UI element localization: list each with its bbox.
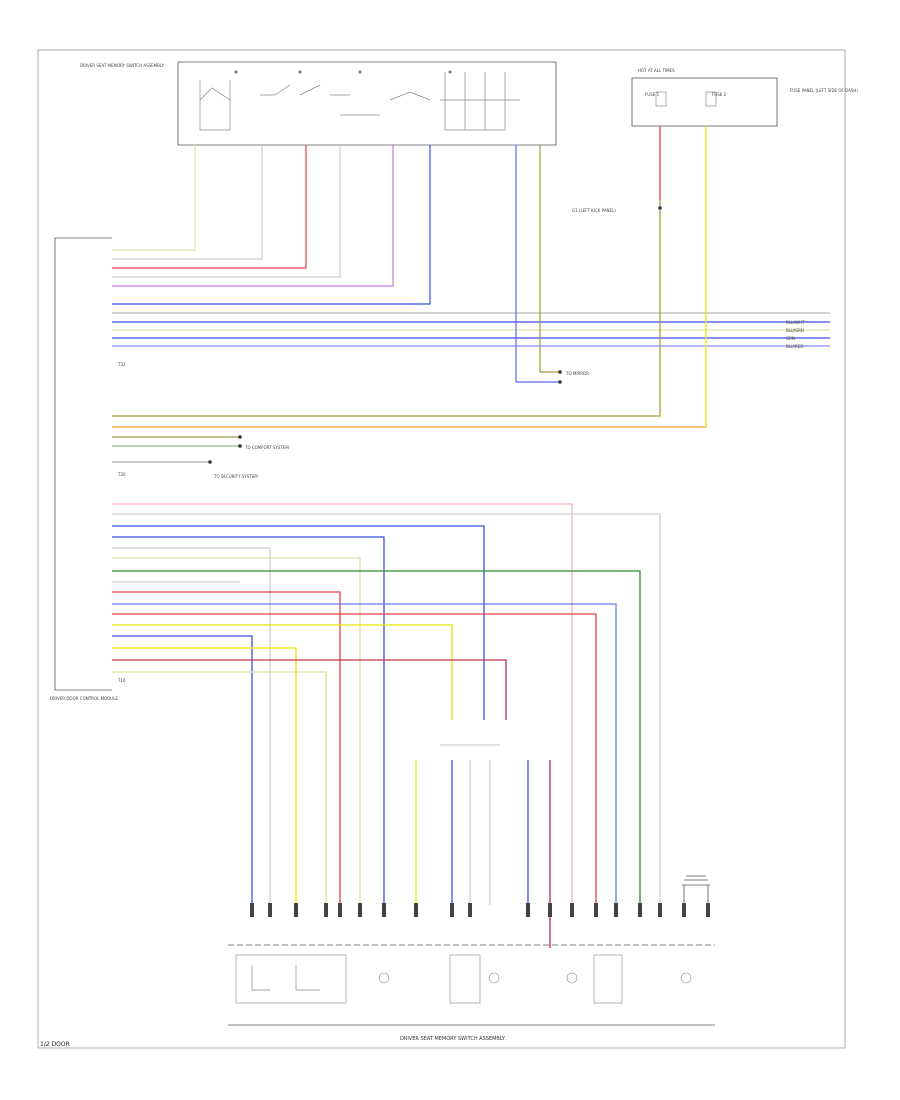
bottom-seat-module: DRIVER SEAT MEMORY SWITCH ASSEMBLY: [228, 944, 715, 1042]
fuse-panel-label: FUSE PANEL (LEFT SIDE OF DASH): [790, 88, 858, 93]
right-tag-3: GRN: [786, 336, 795, 341]
right-wire-tags: BLU/WHT BLU/GRN GRN BLU/RED: [786, 320, 805, 349]
ground-symbol: [682, 875, 710, 905]
note-ground: G1 (LEFT KICK PANEL): [572, 208, 616, 213]
page-ref: 1/2 DOOR: [40, 1041, 70, 1048]
pin-header-a: T32: [117, 362, 126, 367]
diagram-frame: [37, 49, 846, 1049]
fuse-a-symbol: [655, 91, 667, 107]
note-to-mirror: TO MIRROR: [565, 371, 589, 376]
fuse-header: HOT AT ALL TIMES: [638, 68, 675, 73]
left-door-module: DRIVER DOOR CONTROL MODULE T32 T20 T16: [50, 237, 126, 701]
right-tag-2: BLU/GRN: [786, 328, 804, 333]
connection-points: [208, 206, 662, 464]
wires-top-group: [112, 126, 830, 463]
top-module-label: DRIVER SEAT MEMORY SWITCH ASSEMBLY: [80, 63, 165, 68]
pin-header-b: T20: [117, 472, 126, 477]
fuse-b-symbol: [705, 91, 717, 107]
right-tag-1: BLU/WHT: [786, 320, 805, 325]
fuse-a-label: FUSE 1: [645, 92, 660, 97]
top-switch-module: DRIVER SEAT MEMORY SWITCH ASSEMBLY: [80, 61, 557, 146]
bottom-connector-pins: [250, 903, 710, 917]
wires-bottom-group: [112, 503, 661, 948]
note-to-comfort: TO COMFORT SYSTEM: [244, 445, 289, 450]
right-tag-4: BLU/RED: [786, 344, 803, 349]
bottom-module-label: DRIVER SEAT MEMORY SWITCH ASSEMBLY: [400, 1036, 506, 1042]
fuse-b-label: FUSE 2: [712, 92, 727, 97]
fuse-panel: HOT AT ALL TIMES FUSE 1 FUSE 2 FUSE PANE…: [631, 68, 858, 127]
pin-header-c: T16: [117, 678, 126, 683]
note-to-security: TO SECURITY SYSTEM: [213, 474, 258, 479]
left-module-label: DRIVER DOOR CONTROL MODULE: [50, 696, 118, 701]
